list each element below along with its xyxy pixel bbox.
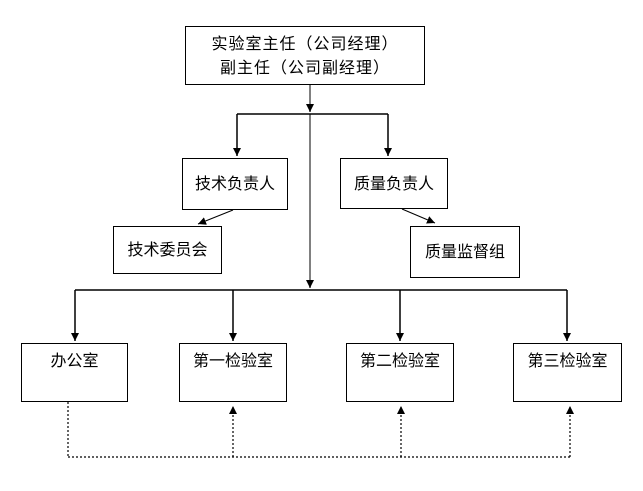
node-inspection-room-2: 第二检验室 <box>346 343 454 402</box>
office-label: 办公室 <box>50 351 99 370</box>
inspection-room-3-label: 第三检验室 <box>527 351 608 370</box>
node-quality-supervision-group: 质量监督组 <box>410 226 520 278</box>
node-office: 办公室 <box>21 343 128 402</box>
technical-manager-label: 技术负责人 <box>194 174 275 193</box>
quality-manager-label: 质量负责人 <box>353 173 434 193</box>
node-technical-committee: 技术委员会 <box>113 226 222 274</box>
technical-committee-label: 技术委员会 <box>127 240 208 259</box>
node-inspection-room-3: 第三检验室 <box>513 343 622 402</box>
inspection-room-2-label: 第二检验室 <box>359 351 440 370</box>
edge-technical-manager-to-committee <box>197 209 234 225</box>
node-director: 实验室主任（公司经理） 副主任（公司副经理） <box>185 26 425 85</box>
edge-quality-manager-to-supervision <box>401 208 436 224</box>
inspection-room-1-label: 第一检验室 <box>192 351 273 370</box>
quality-supervision-group-label: 质量监督组 <box>424 242 505 261</box>
node-inspection-room-1: 第一检验室 <box>179 343 287 402</box>
node-quality-manager: 质量负责人 <box>340 158 448 209</box>
node-technical-manager: 技术负责人 <box>182 158 288 210</box>
director-title-line2: 副主任（公司副经理） <box>219 57 390 77</box>
director-title-line1: 实验室主任（公司经理） <box>211 33 399 53</box>
